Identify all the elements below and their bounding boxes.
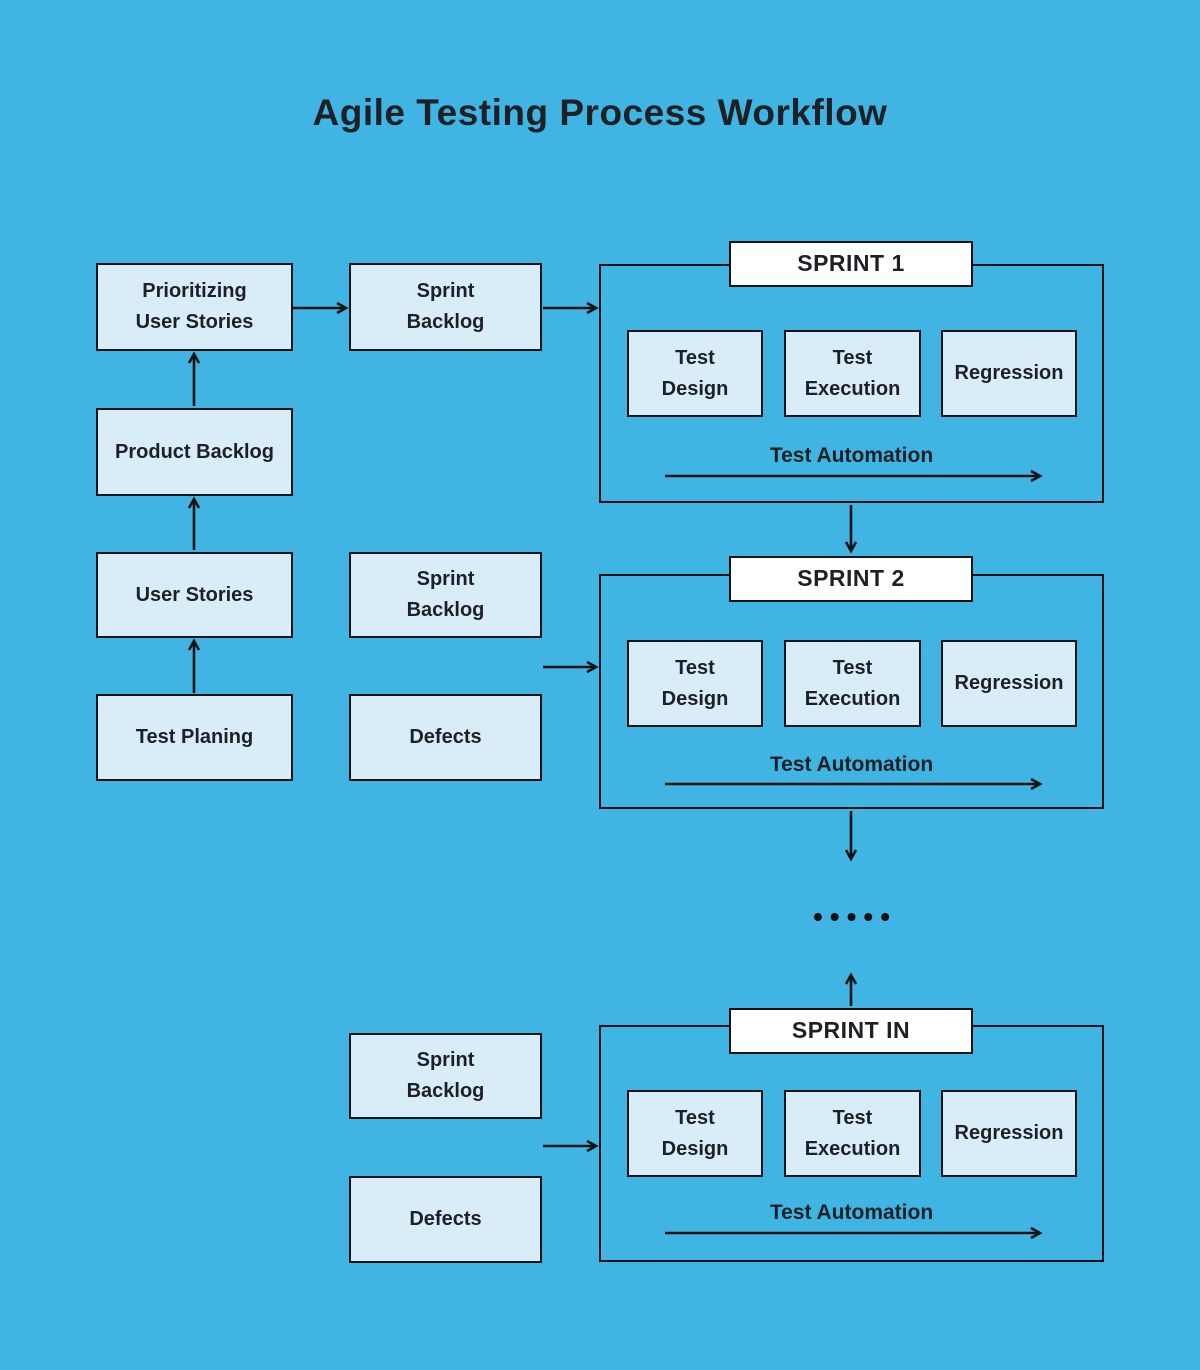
node-label: Prioritizing User Stories bbox=[135, 280, 254, 333]
sprint-in-header: SPRINT IN bbox=[729, 1008, 973, 1054]
node-test-planing: Test Planing bbox=[96, 694, 293, 781]
node-label: Sprint Backlog bbox=[406, 280, 485, 333]
sprint-header-label: SPRINT 2 bbox=[797, 565, 905, 592]
sprint-in-test-design: Test Design bbox=[627, 1090, 763, 1177]
sprint-2-regression: Regression bbox=[941, 640, 1077, 727]
step-label: Test Design bbox=[661, 346, 729, 400]
sprint-1-test-design: Test Design bbox=[627, 330, 763, 417]
sprint-in-regression: Regression bbox=[941, 1090, 1077, 1177]
node-sprint-backlog-bottom: Sprint Backlog bbox=[349, 1033, 542, 1119]
step-label: Test Execution bbox=[804, 346, 901, 400]
node-defects-bottom: Defects bbox=[349, 1176, 542, 1263]
sprint-2-test-automation-label: Test Automation bbox=[769, 753, 934, 776]
sprint-2-test-design: Test Design bbox=[627, 640, 763, 727]
node-label: User Stories bbox=[135, 583, 254, 606]
node-user-stories: User Stories bbox=[96, 552, 293, 638]
sprint-header-label: SPRINT 1 bbox=[797, 250, 905, 277]
step-label: Test Execution bbox=[804, 1106, 901, 1160]
sprint-1-regression: Regression bbox=[941, 330, 1077, 417]
node-product-backlog: Product Backlog bbox=[96, 408, 293, 496]
sprint-in-test-automation-label: Test Automation bbox=[769, 1201, 934, 1224]
sprint-2-test-execution: Test Execution bbox=[784, 640, 921, 727]
node-label: Sprint Backlog bbox=[406, 568, 485, 621]
ellipsis-dots: ••••• bbox=[812, 901, 897, 932]
sprint-header-label: SPRINT IN bbox=[791, 1017, 911, 1044]
node-prioritizing-user-stories: Prioritizing User Stories bbox=[96, 263, 293, 351]
node-sprint-backlog-mid: Sprint Backlog bbox=[349, 552, 542, 638]
step-label: Test Design bbox=[661, 1106, 729, 1160]
sprint-1-header: SPRINT 1 bbox=[729, 241, 973, 287]
node-label: Product Backlog bbox=[115, 440, 274, 463]
node-sprint-backlog-top: Sprint Backlog bbox=[349, 263, 542, 351]
step-label: Regression bbox=[954, 672, 1064, 694]
node-label: Defects bbox=[409, 726, 482, 748]
step-label: Test Execution bbox=[804, 656, 901, 710]
node-label: Sprint Backlog bbox=[406, 1049, 485, 1102]
step-label: Regression bbox=[954, 1122, 1064, 1144]
step-label: Regression bbox=[954, 362, 1064, 384]
sprint-1-test-execution: Test Execution bbox=[784, 330, 921, 417]
step-label: Test Design bbox=[661, 656, 729, 710]
page-title: Agile Testing Process Workflow bbox=[312, 92, 888, 133]
sprint-1-test-automation-label: Test Automation bbox=[769, 444, 934, 467]
node-defects-mid: Defects bbox=[349, 694, 542, 781]
sprint-in-test-execution: Test Execution bbox=[784, 1090, 921, 1177]
node-label: Defects bbox=[409, 1208, 482, 1230]
sprint-2-header: SPRINT 2 bbox=[729, 556, 973, 602]
node-label: Test Planing bbox=[135, 726, 254, 748]
